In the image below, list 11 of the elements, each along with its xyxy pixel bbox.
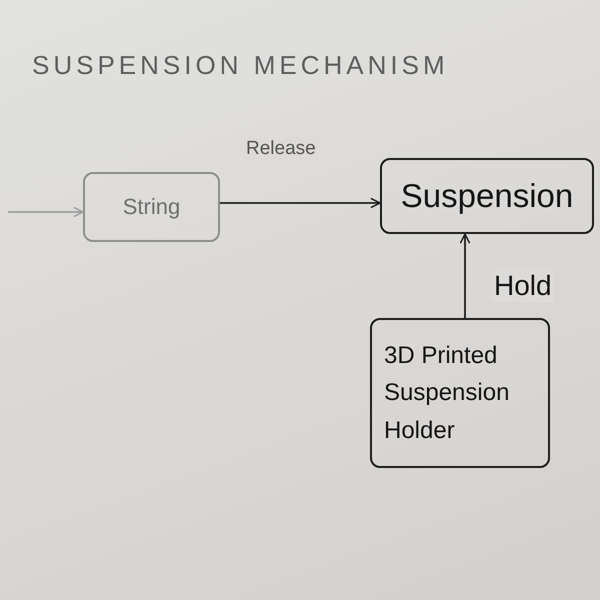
diagram-title: SUSPENSION MECHANISM [32, 50, 449, 81]
arrow [460, 233, 470, 318]
process-box [83, 172, 220, 242]
node-text: Suspension [400, 176, 574, 216]
process-box [380, 158, 594, 234]
process-box [370, 318, 550, 468]
arrow [8, 206, 84, 218]
node-text: 3D Printed Suspension Holder [384, 341, 510, 446]
edge-label: Hold [492, 270, 554, 302]
node-text: String [122, 192, 180, 221]
arrow [220, 198, 381, 208]
